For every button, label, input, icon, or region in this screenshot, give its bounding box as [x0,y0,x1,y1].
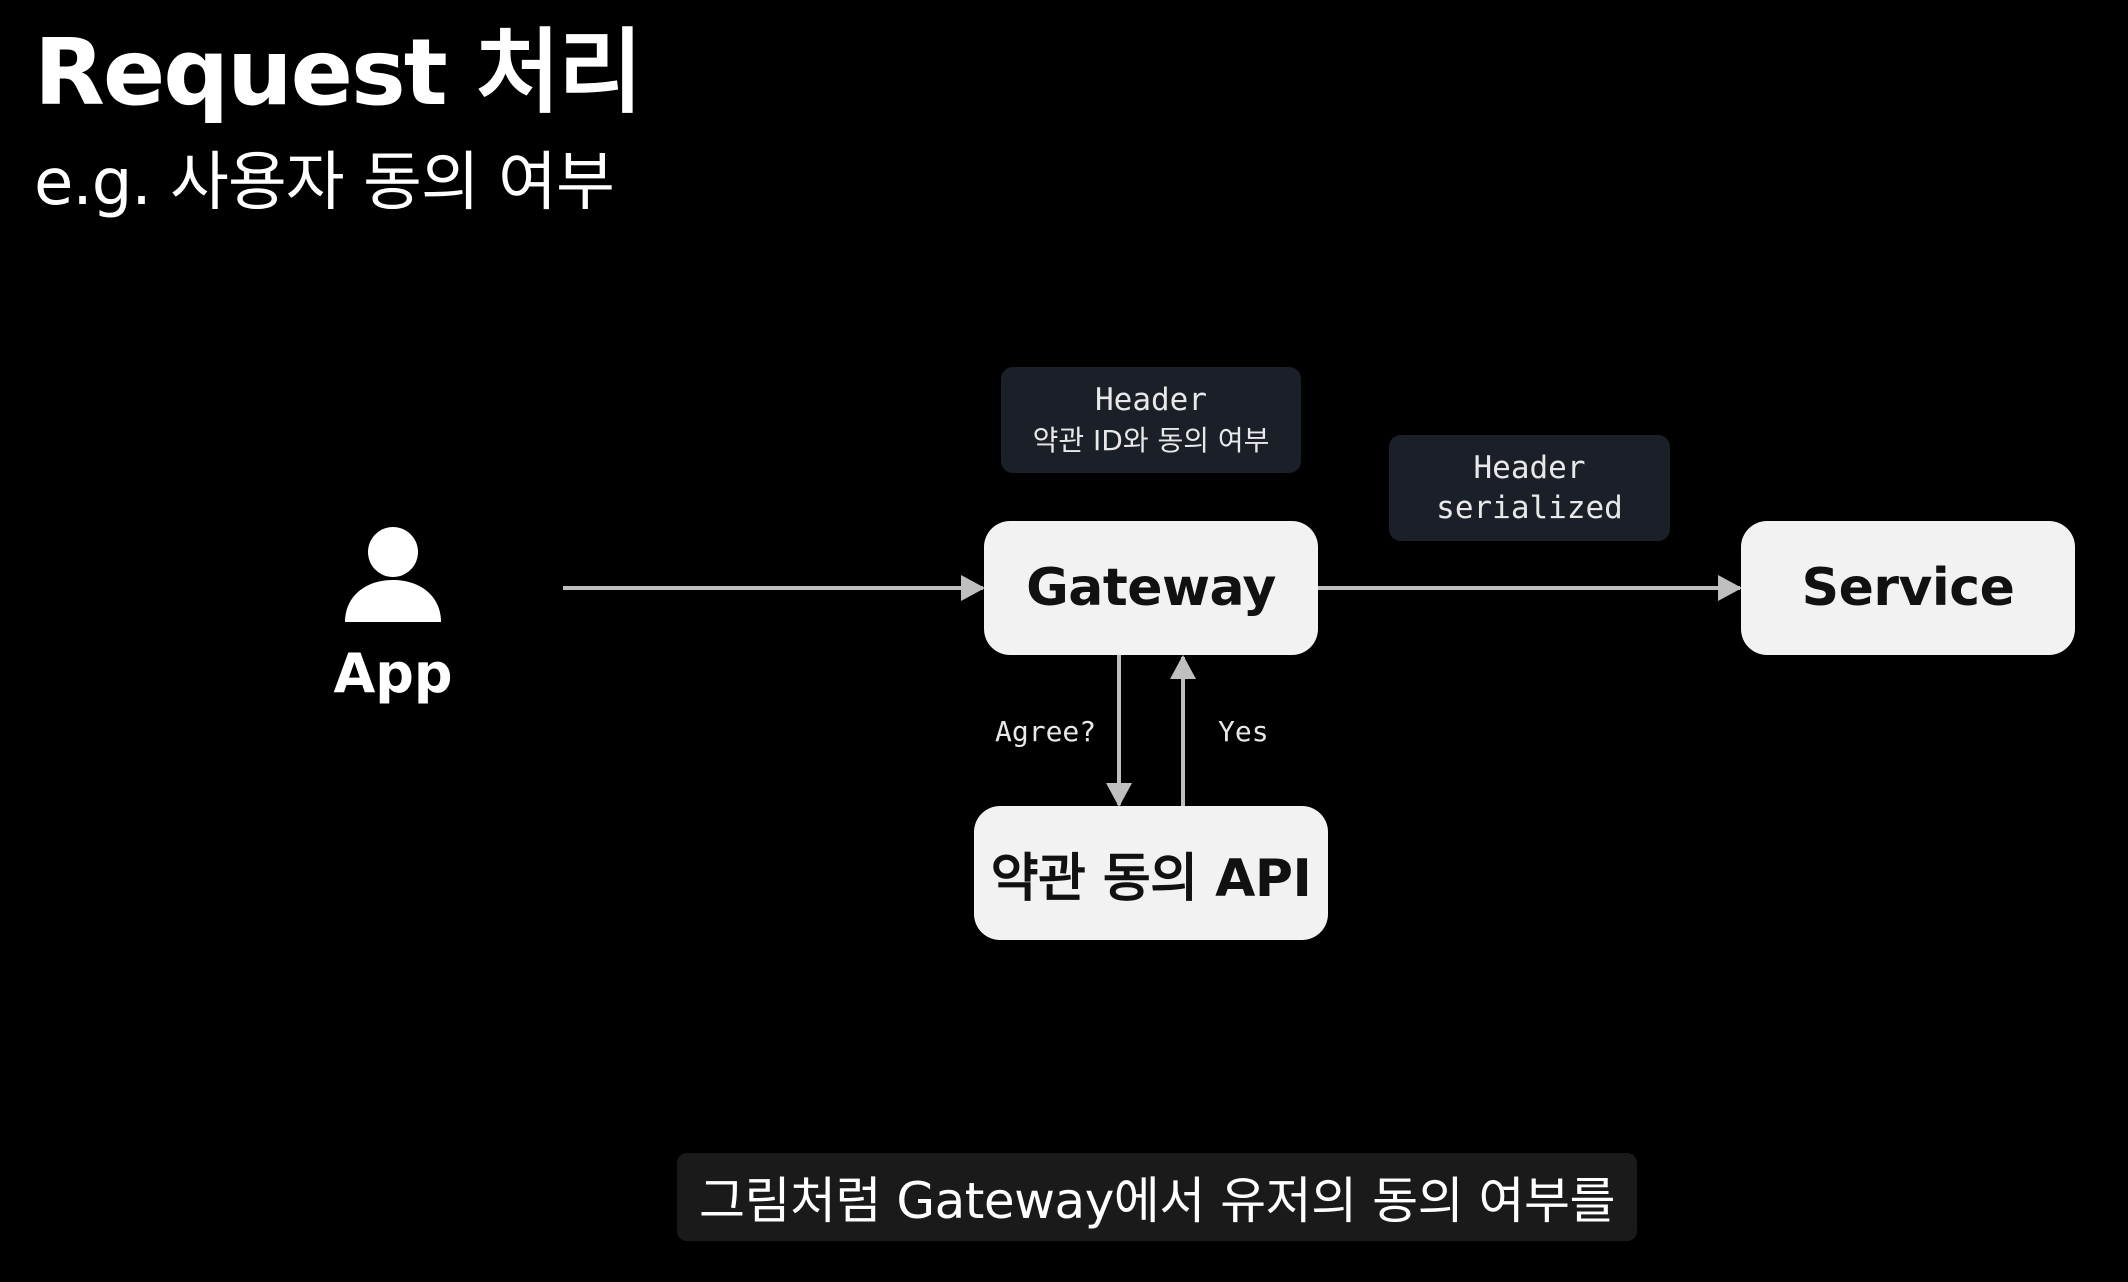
gateway-header-note: Header 약관 ID와 동의 여부 [1001,367,1301,473]
caption-bar: 그림처럼 Gateway에서 유저의 동의 여부를 [677,1153,1637,1241]
service-header-note-title: Header [1473,449,1586,486]
user-icon [345,527,441,622]
gateway-header-note-title: Header [1095,382,1207,419]
yes-edge-label: Yes [1218,715,1269,748]
agree-edge-label: Agree? [995,715,1097,748]
service-header-note: Header serialized [1389,435,1670,541]
gateway-node: Gateway [984,521,1318,655]
service-header-note-detail: serialized [1436,490,1623,526]
gateway-header-note-detail: 약관 ID와 동의 여부 [1032,423,1270,457]
service-node: Service [1741,521,2075,655]
app-label: App [333,642,453,705]
slide-subtitle: e.g. 사용자 동의 여부 [34,146,615,220]
slide-title: Request 처리 [34,19,643,126]
consent-api-node: 약관 동의 API [974,806,1328,940]
